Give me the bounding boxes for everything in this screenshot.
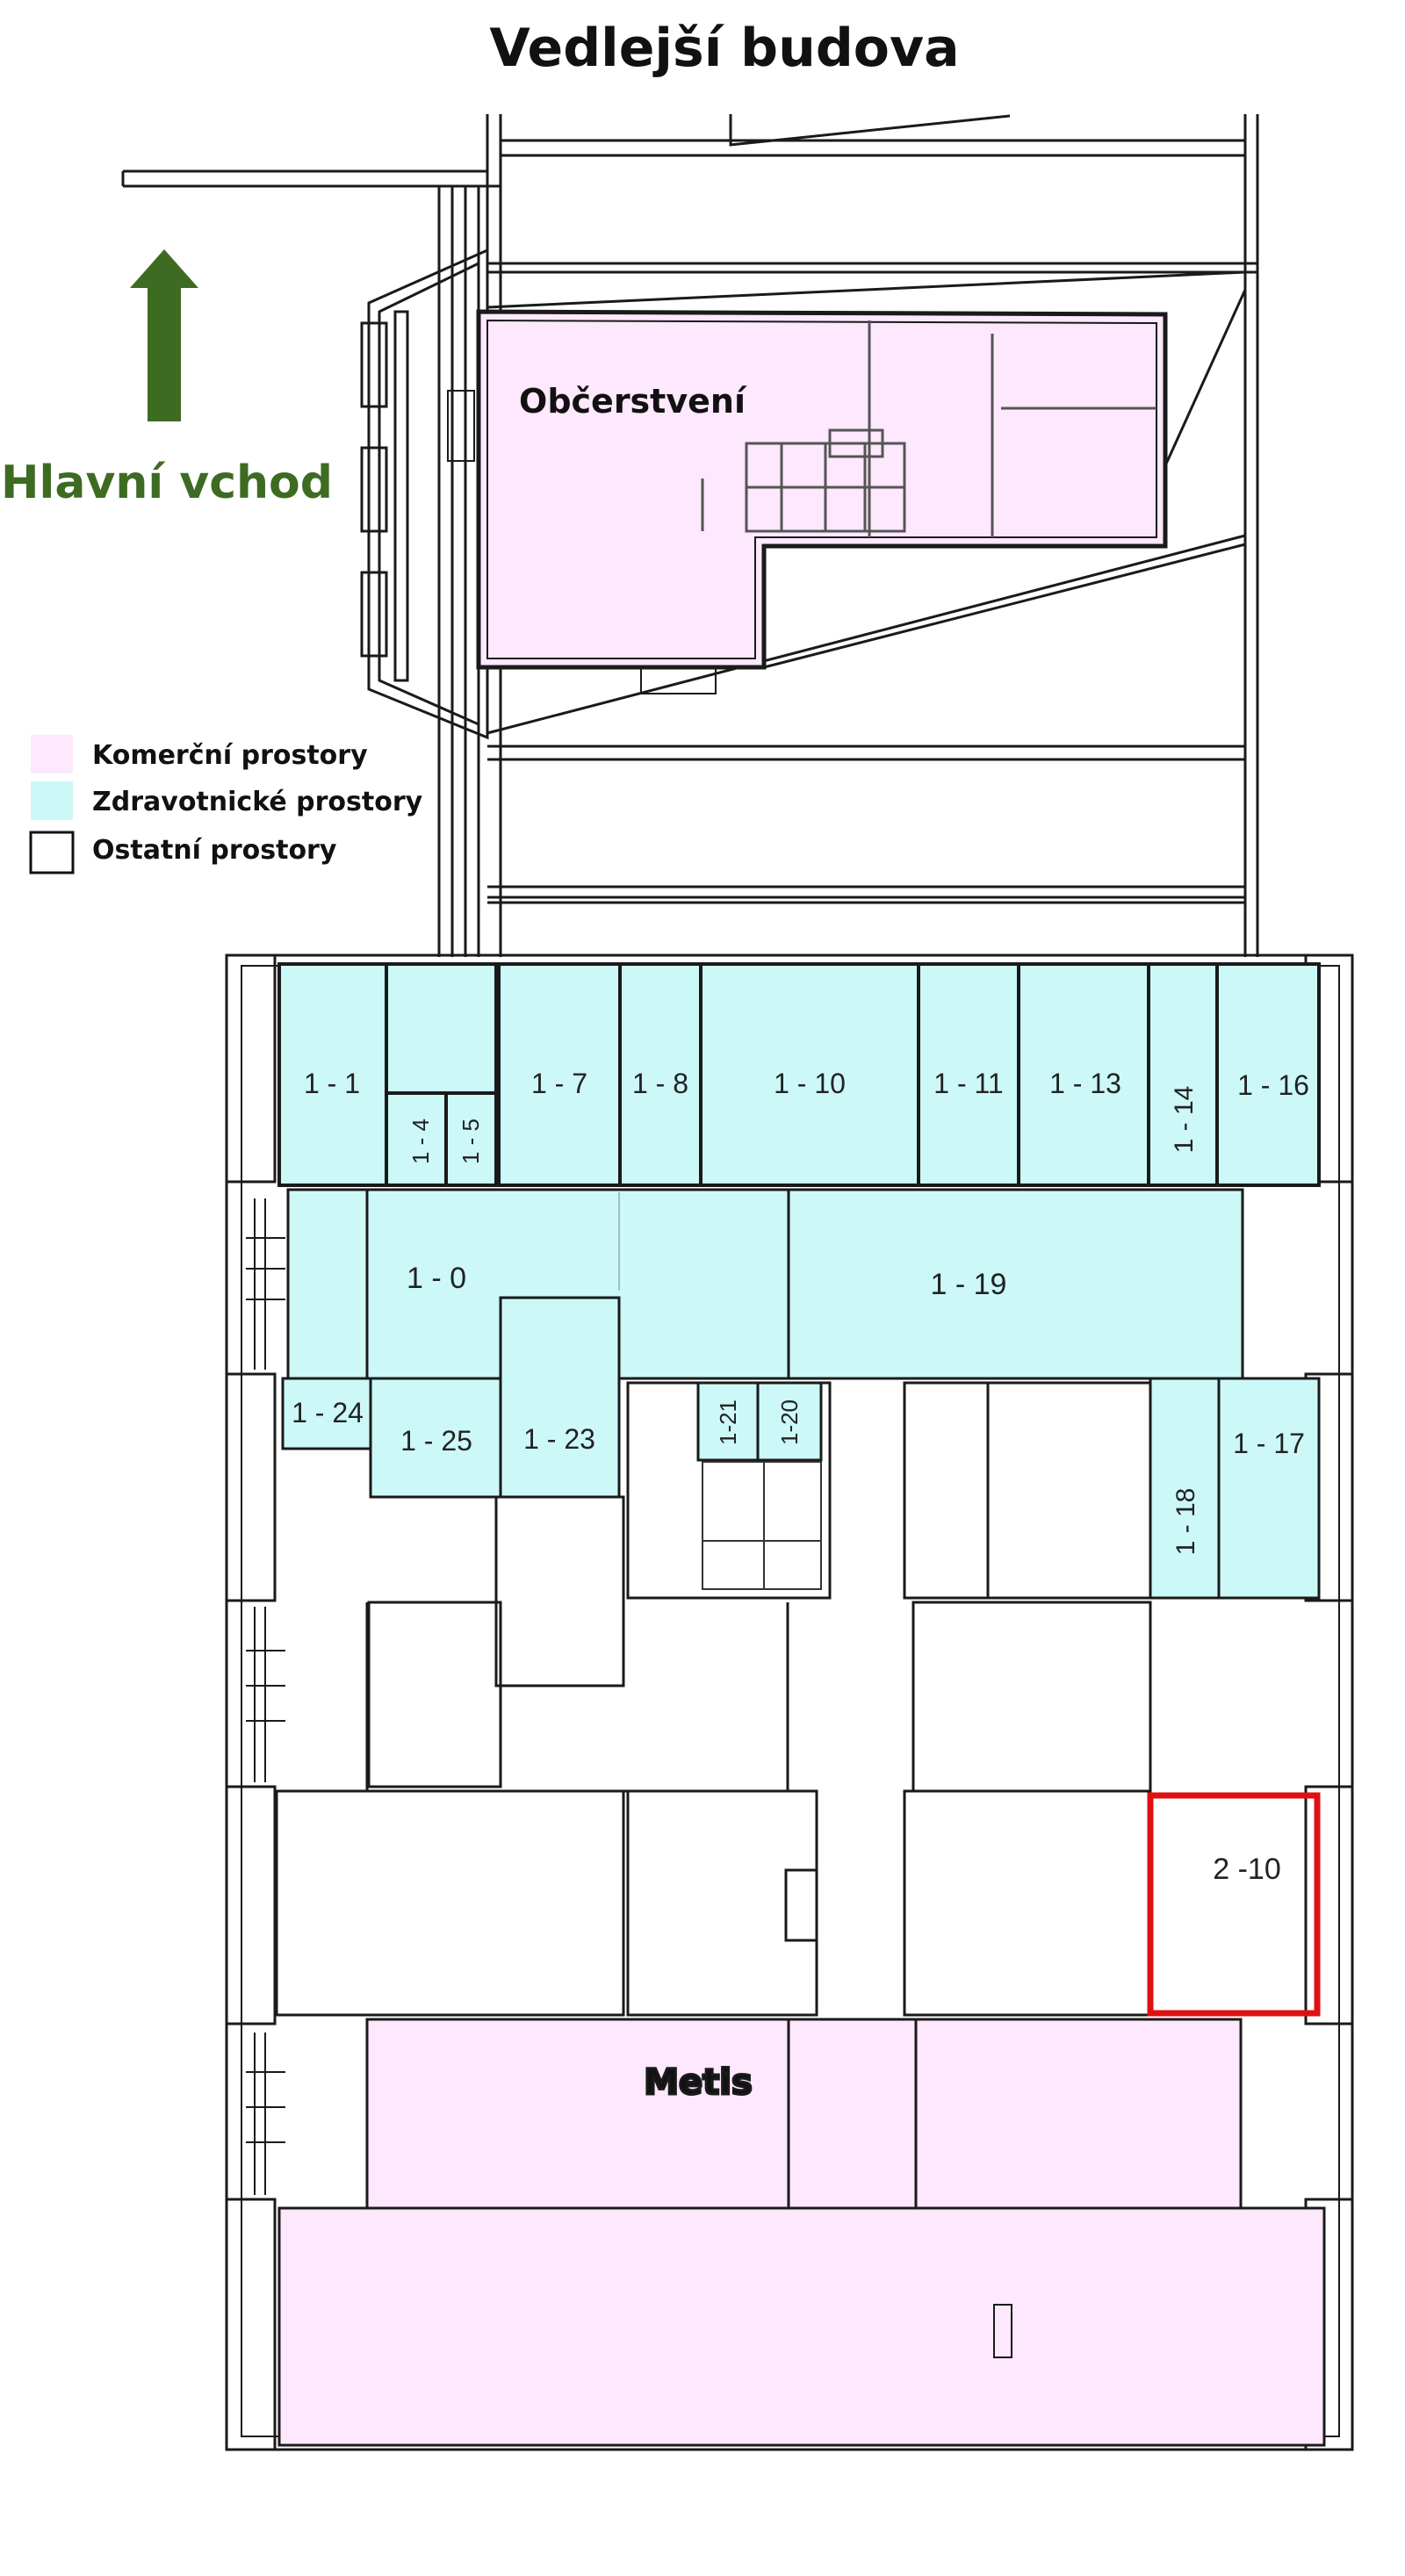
room-label-1-13: 1 - 13	[1049, 1068, 1121, 1099]
room-label-1-10: 1 - 10	[774, 1068, 846, 1099]
room-label-1-4: 1 - 4	[407, 1119, 434, 1164]
room-1-7	[497, 962, 622, 1187]
room-label-1-23: 1 - 23	[523, 1423, 595, 1455]
room-label-2-10: 2 -10	[1213, 1853, 1281, 1886]
legend: Komerční prostory Zdravotnické prostory …	[29, 735, 423, 874]
room-1-21	[696, 1381, 760, 1462]
medical-rooms-top	[277, 962, 1321, 1187]
legend-swatch-commercial	[31, 735, 73, 774]
room-1-23	[499, 1296, 621, 1499]
room-label-1-8: 1 - 8	[632, 1068, 688, 1099]
room-labels: 1 - 1 1 - 4 1 - 5 1 - 7 1 - 8 1 - 10 1 -…	[292, 1068, 1309, 1886]
room-1-18	[1149, 1377, 1221, 1600]
room-label-1-0: 1 - 0	[407, 1262, 466, 1295]
entrance-arrow-icon	[130, 249, 198, 421]
side-railings	[246, 1198, 285, 2195]
room-label-1-25: 1 - 25	[400, 1425, 472, 1457]
room-1-14	[1147, 962, 1219, 1187]
legend-swatch-medical	[31, 781, 73, 820]
zone-label-snack: Občerstvení	[519, 382, 747, 421]
medical-corridor	[286, 1188, 1244, 1380]
page-title: Vedlejší budova	[489, 18, 959, 79]
room-label-1-14: 1 - 14	[1170, 1086, 1199, 1154]
room-label-1-16: 1 - 16	[1237, 1069, 1309, 1101]
room-label-1-17: 1 - 17	[1233, 1428, 1305, 1459]
legend-label-other: Ostatní prostory	[92, 835, 337, 866]
room-label-1-19: 1 - 19	[931, 1268, 1007, 1301]
room-1-16	[1215, 962, 1321, 1187]
room-1-10	[699, 962, 920, 1187]
entrance-label: Hlavní vchod	[1, 457, 333, 509]
room-label-1-24: 1 - 24	[292, 1397, 364, 1428]
room-label-1-21: 1-21	[715, 1400, 741, 1445]
room-1-8	[618, 962, 702, 1187]
zone-label-metis: Metis	[644, 2062, 753, 2103]
room-label-1-11: 1 - 11	[933, 1068, 1003, 1099]
room-1-19	[787, 1188, 1244, 1380]
metis-area: Metis	[277, 2018, 1326, 2447]
room-1-17	[1217, 1377, 1321, 1600]
room-2-10-highlight	[1147, 1792, 1321, 2017]
room-label-1-7: 1 - 7	[531, 1068, 587, 1099]
room-1-20	[756, 1381, 823, 1462]
room-label-1-18: 1 - 18	[1171, 1488, 1200, 1556]
legend-label-commercial: Komerční prostory	[92, 740, 368, 771]
legend-swatch-other	[29, 831, 75, 874]
medical-rooms-middle	[281, 1296, 1321, 1600]
room-label-1-5: 1 - 5	[458, 1119, 484, 1164]
room-label-1-20: 1-20	[776, 1400, 803, 1445]
room-1-11	[917, 962, 1020, 1187]
room-label-1-1: 1 - 1	[304, 1068, 360, 1099]
snack-bar-area: Občerstvení	[447, 309, 1168, 694]
room-1-24	[281, 1377, 372, 1450]
room-1-5	[444, 1091, 498, 1187]
room-1-1	[277, 962, 388, 1187]
legend-label-medical: Zdravotnické prostory	[92, 787, 423, 817]
